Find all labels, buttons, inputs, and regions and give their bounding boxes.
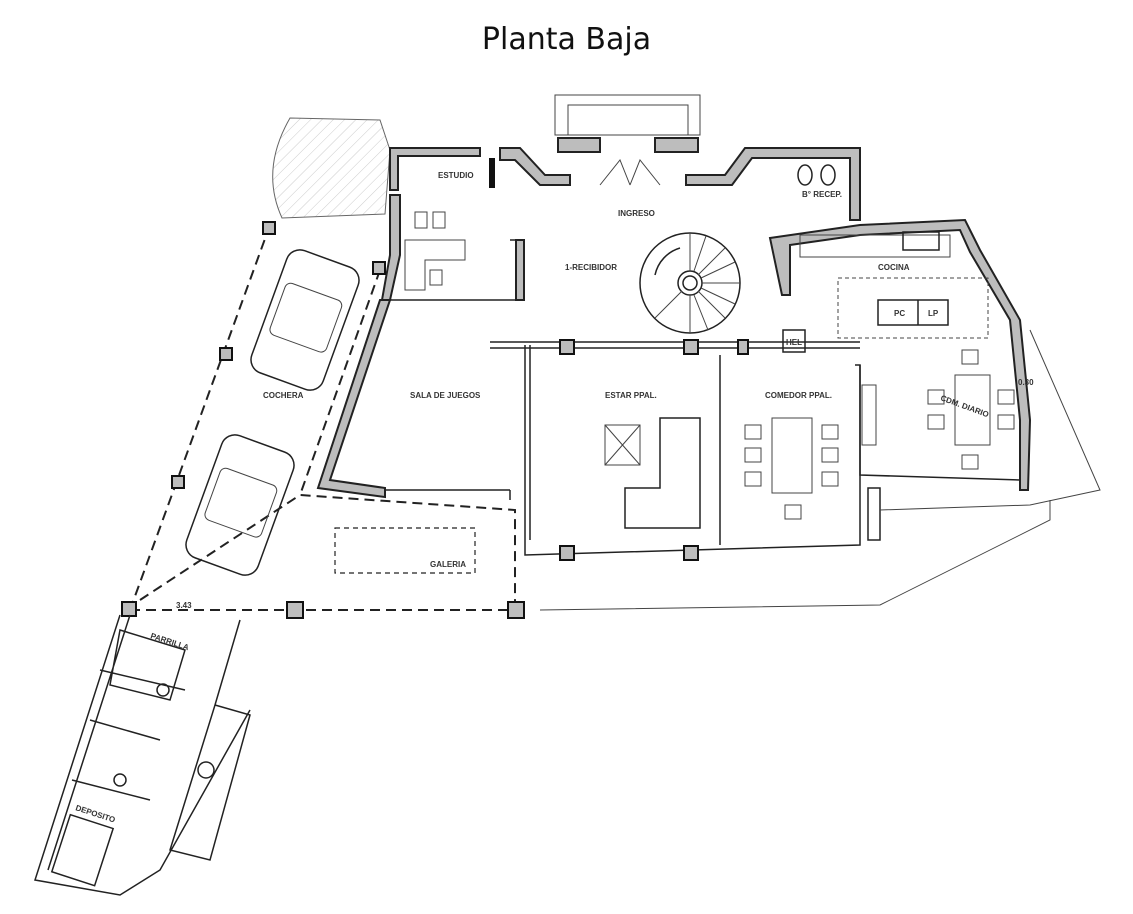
sofa bbox=[624, 417, 701, 529]
label-lp: LP bbox=[928, 309, 939, 318]
room-label-recibidor: 1-RECIBIDOR bbox=[565, 263, 617, 272]
column bbox=[559, 339, 575, 355]
galeria-table bbox=[334, 527, 476, 574]
room-label-comedor-ppal: COMEDOR PPAL. bbox=[765, 391, 832, 400]
wall bbox=[557, 137, 601, 153]
wall bbox=[685, 147, 861, 221]
kitchen-counter bbox=[799, 234, 951, 258]
dimension-cocina: 0.30 bbox=[1018, 378, 1034, 387]
wall bbox=[385, 489, 511, 500]
appliance-block bbox=[877, 299, 949, 326]
room-label-cocina: COCINA bbox=[878, 263, 910, 272]
room-label-sala-juegos: SALA DE JUEGOS bbox=[410, 391, 481, 400]
deposito-shelf bbox=[50, 813, 115, 887]
terrace bbox=[272, 117, 391, 219]
washer-icon bbox=[197, 761, 215, 779]
wall bbox=[490, 341, 860, 349]
toilet-icon bbox=[820, 164, 836, 186]
column bbox=[262, 221, 276, 235]
column bbox=[559, 545, 575, 561]
cooktop bbox=[902, 231, 940, 251]
column bbox=[219, 347, 233, 361]
room-label-bano-recep: B° RECEP. bbox=[802, 190, 842, 199]
wall bbox=[316, 299, 392, 499]
column bbox=[372, 261, 386, 275]
spiral-stair bbox=[639, 232, 741, 334]
toilet-icon bbox=[797, 164, 813, 186]
service-wing bbox=[34, 614, 251, 896]
dining-table bbox=[771, 417, 813, 494]
room-label-ingreso: INGRESO bbox=[618, 209, 655, 218]
room-label-estar-ppal: ESTAR PPAL. bbox=[605, 391, 657, 400]
entry-canopy bbox=[567, 104, 689, 136]
sideboard bbox=[861, 384, 877, 446]
fireplace-x bbox=[604, 424, 641, 466]
room-label-estudio: ESTUDIO bbox=[438, 171, 474, 180]
plan-title: Planta Baja bbox=[481, 22, 652, 57]
wall bbox=[855, 364, 1021, 541]
dining-chairs bbox=[744, 424, 839, 520]
room-label-galeria: GALERIA bbox=[430, 560, 466, 569]
car-icon bbox=[185, 434, 295, 576]
wall bbox=[499, 147, 571, 186]
breakfast-table bbox=[954, 374, 991, 446]
column bbox=[737, 339, 749, 355]
column bbox=[286, 601, 304, 619]
toilet-icon bbox=[156, 683, 170, 697]
label-pc: PC bbox=[894, 309, 905, 318]
column bbox=[121, 601, 137, 617]
column bbox=[489, 158, 495, 188]
toilet-icon bbox=[113, 773, 127, 787]
column bbox=[683, 339, 699, 355]
entry-canopy bbox=[554, 94, 701, 136]
exterior-outline bbox=[539, 329, 1101, 611]
entry-door bbox=[599, 159, 661, 186]
column bbox=[171, 475, 185, 489]
breakfast-chairs bbox=[927, 349, 1015, 470]
fireplace bbox=[604, 424, 641, 466]
wall bbox=[524, 345, 861, 556]
wall bbox=[768, 218, 1032, 491]
estudio-wall bbox=[390, 239, 521, 301]
wall bbox=[654, 137, 699, 153]
column bbox=[507, 601, 525, 619]
kitchen-island bbox=[837, 277, 989, 339]
dimension-galeria: 3.43 bbox=[176, 601, 192, 610]
label-hel: HEL bbox=[786, 338, 802, 347]
room-label-deposito: DEPOSITO bbox=[74, 803, 116, 824]
column bbox=[683, 545, 699, 561]
room-label-comedor-diario: CDM. DIARIO bbox=[939, 393, 990, 419]
wall bbox=[515, 239, 525, 301]
room-label-parrilla: PARRILLA bbox=[149, 631, 190, 652]
estudio-furniture bbox=[404, 211, 466, 291]
wall bbox=[389, 147, 481, 191]
car-icon bbox=[250, 249, 360, 391]
room-label-cochera: COCHERA bbox=[263, 391, 304, 400]
cochera-outline bbox=[129, 224, 520, 611]
hel-box bbox=[782, 329, 806, 353]
